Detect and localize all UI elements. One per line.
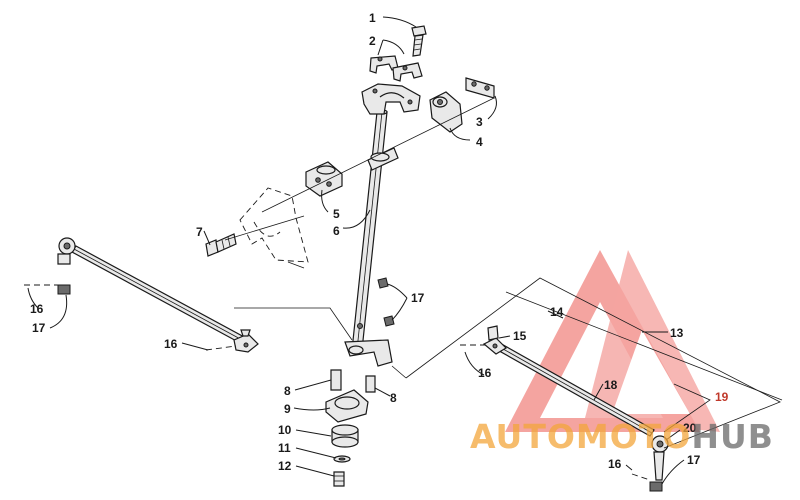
part-labels: 1 2 3 4 5 6 7 8 8 9 10 11 12 13 14 15 16… xyxy=(30,11,729,473)
label-7: 7 xyxy=(196,225,203,239)
label-10: 10 xyxy=(278,423,292,437)
column-block-5 xyxy=(305,161,343,197)
bushing-10 xyxy=(331,424,359,448)
label-4: 4 xyxy=(476,135,483,149)
label-20: 20 xyxy=(683,421,697,435)
label-14: 14 xyxy=(550,305,564,319)
label-13: 13 xyxy=(670,326,684,340)
svg-text:AUTOMOTOHUB: AUTOMOTOHUB xyxy=(470,417,774,456)
bolts-8 xyxy=(330,369,376,393)
label-11: 11 xyxy=(278,441,291,455)
watermark-text-part1: AUTOMOTO xyxy=(470,417,691,456)
label-17-left: 17 xyxy=(32,321,46,335)
label-16-far-left: 16 xyxy=(30,302,44,316)
bolt-7 xyxy=(205,233,237,257)
steering-column xyxy=(344,109,399,367)
bolt-12 xyxy=(333,471,345,487)
handlebar-clamp-base xyxy=(361,83,421,115)
tie-rod-left xyxy=(57,237,259,353)
label-17-bottom: 17 xyxy=(687,453,701,467)
bracket-3 xyxy=(465,77,495,99)
bolt-1 xyxy=(411,25,427,57)
leader-lines xyxy=(24,16,783,485)
label-18: 18 xyxy=(604,378,618,392)
label-1: 1 xyxy=(369,11,376,25)
label-6: 6 xyxy=(333,224,340,238)
frame-bracket xyxy=(239,187,309,269)
label-12: 12 xyxy=(278,459,292,473)
label-8-right: 8 xyxy=(390,391,397,405)
washer-11 xyxy=(333,455,351,463)
label-16-right: 16 xyxy=(478,366,492,380)
nuts-17-column xyxy=(377,277,395,327)
clamp-block-4 xyxy=(429,91,463,133)
flange-plate-9 xyxy=(325,389,369,423)
label-15: 15 xyxy=(513,329,527,343)
tie-rod-right xyxy=(482,325,669,492)
watermark-text-part2: HUB xyxy=(691,417,774,456)
label-2: 2 xyxy=(369,34,376,48)
label-17-column: 17 xyxy=(411,291,425,305)
handlebar-clamp-upper xyxy=(369,55,423,82)
label-5: 5 xyxy=(333,207,340,221)
label-9: 9 xyxy=(284,402,291,416)
label-16-bottom: 16 xyxy=(608,457,622,471)
label-8-left: 8 xyxy=(284,384,291,398)
watermark-logo xyxy=(505,250,720,432)
watermark-text: AUTOMOTOHUB xyxy=(470,417,774,456)
label-3: 3 xyxy=(476,115,483,129)
label-16-left: 16 xyxy=(164,337,178,351)
label-19: 19 xyxy=(715,390,729,404)
